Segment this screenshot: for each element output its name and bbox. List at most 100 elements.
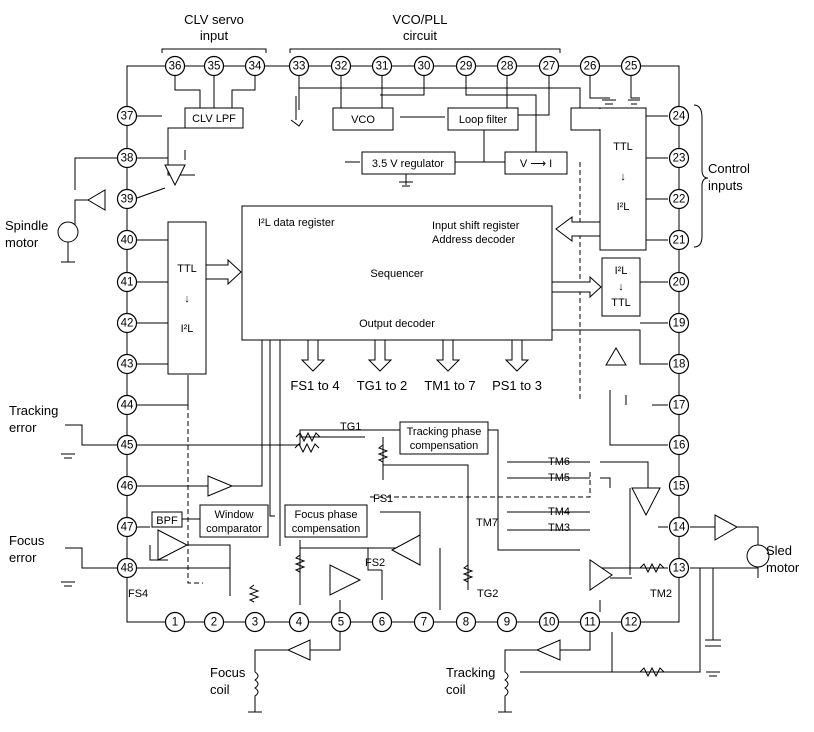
pin-circle: [116, 394, 138, 416]
pin-28: 28: [496, 55, 518, 77]
input-shift-register-label: Input shift register: [432, 220, 520, 232]
focus-error-label-1: Focus: [9, 533, 45, 548]
pin-number: 14: [673, 522, 686, 534]
focus-coil: Focus coil: [210, 665, 262, 713]
output-bus-labels: FS1 to 4 TG1 to 2 TM1 to 7 PS1 to 3: [290, 378, 542, 393]
v-to-i-block: V ⟶ I: [504, 151, 568, 175]
vco-label: VCO: [351, 114, 375, 126]
pin-9: 9: [496, 611, 518, 633]
tracking-coil-label-2: coil: [446, 682, 466, 697]
ttl-label-right: TTL: [613, 141, 633, 153]
pin-number: 28: [501, 61, 514, 73]
clv-lpf-block: CLV LPF: [184, 107, 244, 129]
pin-14: 14: [668, 516, 690, 538]
pin-number: 46: [121, 481, 134, 493]
pin-36: 36: [164, 55, 186, 77]
pin-8: 8: [455, 611, 477, 633]
pin-6: 6: [371, 611, 393, 633]
pin-number: 8: [463, 617, 469, 629]
pin-number: 3: [252, 617, 258, 629]
clv-servo-input-label: CLV servo input: [161, 12, 267, 53]
switch-tm5-label: TM5: [548, 472, 570, 484]
pin-15: 15: [668, 475, 690, 497]
pin-17: 17: [668, 394, 690, 416]
vco-pll-circuit-label: VCO/PLL circuit: [289, 12, 561, 53]
pin-number: 31: [376, 61, 389, 73]
switch-labels: TG1 TM6 TM5 FS1 TM7 TM4 TM3 FS2 FS4 TG2 …: [128, 421, 672, 600]
pin-number: 9: [504, 617, 510, 629]
pin-44: 44: [116, 394, 138, 416]
pin-circle: [371, 611, 393, 633]
pin-23: 23: [668, 147, 690, 169]
focus-phase-compensation-block: Focus phase compensation: [284, 504, 368, 538]
bpf-label: BPF: [156, 515, 178, 527]
bpf-block: BPF: [151, 511, 183, 528]
clv-lpf-label: CLV LPF: [192, 113, 236, 125]
pin-number: 2: [211, 617, 217, 629]
down-arrow-icon: ↓: [618, 281, 624, 293]
pin-number: 5: [338, 617, 344, 629]
bus-arrows: [205, 216, 602, 372]
pin-39: 39: [116, 188, 138, 210]
output-decoder-label: Output decoder: [359, 318, 435, 330]
pin-2: 2: [203, 611, 225, 633]
sled-label: Sled: [766, 543, 792, 558]
pin-26: 26: [579, 55, 601, 77]
pin-circle: [116, 516, 138, 538]
pin-circle: [455, 55, 477, 77]
loop-filter-label: Loop filter: [459, 114, 508, 126]
pin-3: 3: [244, 611, 266, 633]
pin-number: 11: [584, 617, 596, 629]
pin-22: 22: [668, 188, 690, 210]
pin-circle: [668, 353, 690, 375]
tracking-coil: Tracking coil: [446, 665, 512, 713]
comparator-label: comparator: [206, 523, 262, 535]
ttl-i2l-left-block: TTL ↓ I²L: [167, 221, 207, 375]
pin-number: 16: [673, 440, 686, 452]
ttl-i2l-control-block: TTL ↓ I²L: [570, 107, 647, 251]
vco-block: VCO: [332, 107, 394, 131]
pin-33: 33: [288, 55, 310, 77]
pin-circle: [244, 55, 266, 77]
tracking-phase-label: Tracking phase: [407, 426, 482, 438]
pin-number: 35: [208, 61, 221, 73]
pin-circle: [116, 353, 138, 375]
i2l-label-right: I²L: [617, 201, 630, 213]
spindle-motor: Spindle motor: [5, 218, 79, 263]
internal-wiring: [65, 75, 759, 673]
switch-tm6-label: TM6: [548, 456, 570, 468]
pin-number: 34: [249, 61, 262, 73]
pin-number: 23: [673, 153, 686, 165]
pin-number: 29: [460, 61, 473, 73]
pin-circle: [244, 611, 266, 633]
pin-35: 35: [203, 55, 225, 77]
switch-fs2-label: FS2: [365, 557, 385, 569]
pin-number: 6: [379, 617, 385, 629]
pin-circle: [288, 55, 310, 77]
pin-number: 41: [121, 277, 134, 289]
vco-pll-label-line2: circuit: [403, 28, 437, 43]
pin-18: 18: [668, 353, 690, 375]
pin-29: 29: [455, 55, 477, 77]
sled-motor: Sled motor: [746, 543, 800, 575]
down-arrow-icon: ↓: [620, 171, 626, 183]
pin-circle: [203, 611, 225, 633]
pin-circle: [668, 188, 690, 210]
pin-number: 47: [121, 522, 134, 534]
pin-circle: [116, 434, 138, 456]
pin-number: 36: [169, 61, 182, 73]
pin-34: 34: [244, 55, 266, 77]
ttl-label-small: TTL: [611, 297, 631, 309]
window-label: Window: [214, 509, 253, 521]
pin-number: 44: [121, 400, 134, 412]
loop-filter-block: Loop filter: [447, 107, 519, 131]
pin-circle: [579, 611, 601, 633]
tracking-error-label-1: Tracking: [9, 403, 58, 418]
resistors-and-grounds: [61, 96, 721, 678]
pin-40: 40: [116, 229, 138, 251]
spindle-label: Spindle: [5, 218, 48, 233]
amplifiers: [87, 164, 739, 661]
pin-circle: [413, 611, 435, 633]
pin-circle: [668, 394, 690, 416]
